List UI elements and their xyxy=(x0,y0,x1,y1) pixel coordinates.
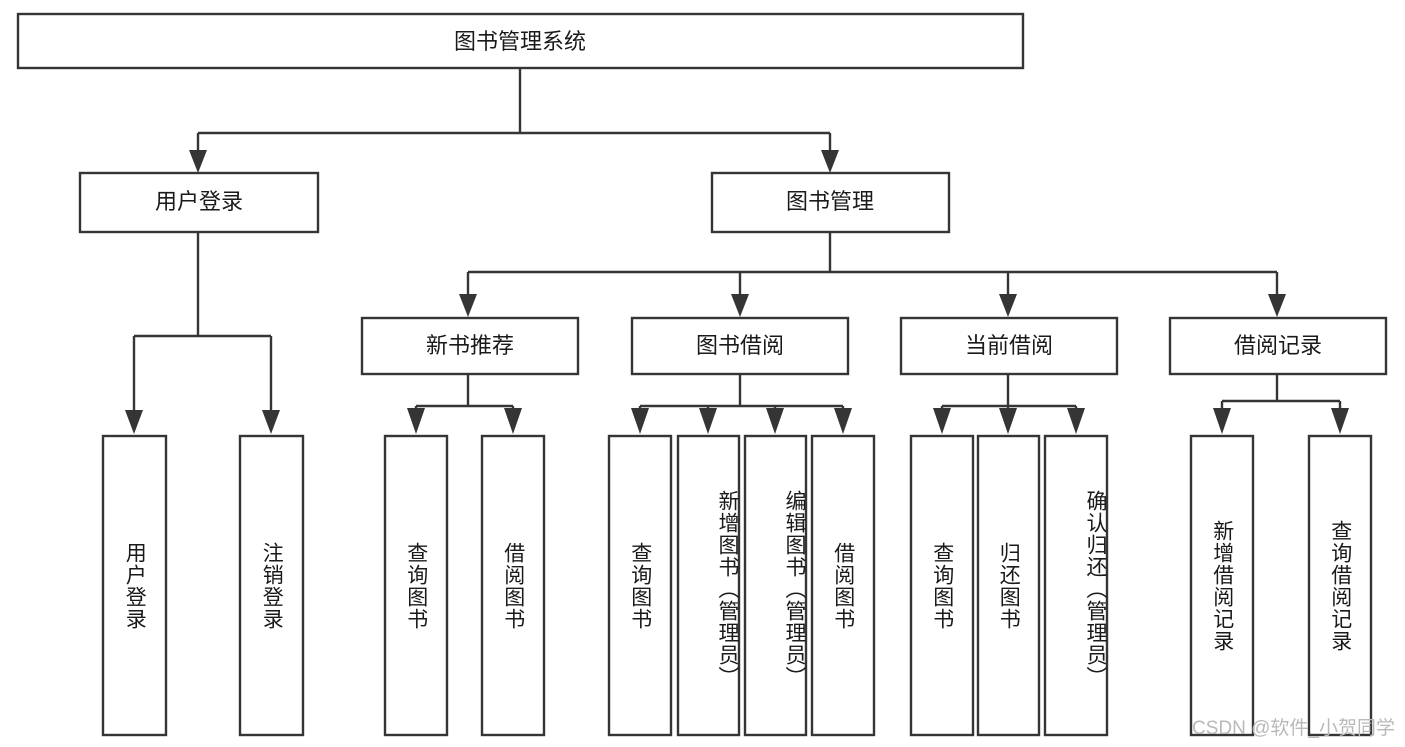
arrow-head-new-book xyxy=(459,294,477,317)
leaf-box-new-book-2[interactable] xyxy=(480,434,546,737)
arrow-head-book-borrow-leaf-2 xyxy=(699,408,717,434)
node-new-book-recommend-label: 新书推荐 xyxy=(426,333,514,358)
leaf-box-user-login-2[interactable] xyxy=(238,434,305,737)
arrow-head-current-borrow xyxy=(999,294,1017,317)
arrow-head-book-borrow-leaf-3 xyxy=(766,408,784,434)
arrow-head-current-borrow-leaf-2 xyxy=(999,408,1017,434)
leaf-box-new-book-1[interactable] xyxy=(383,434,449,737)
arrow-head-new-book-leaf-1 xyxy=(407,408,425,434)
node-book-management-label: 图书管理 xyxy=(786,189,874,214)
csdn-watermark: CSDN @软件_小贺同学 xyxy=(1192,718,1395,739)
connector-layer xyxy=(125,68,1349,434)
arrow-head-current-borrow-leaf-3 xyxy=(1067,408,1085,434)
arrow-head-book-mgmt xyxy=(821,150,839,173)
arrow-head-book-borrow xyxy=(731,294,749,317)
arrow-head-borrow-record-leaf-2 xyxy=(1331,408,1349,434)
arrow-head-borrow-record xyxy=(1268,294,1286,317)
node-current-borrow[interactable] xyxy=(899,316,1119,376)
arrow-head-new-book-leaf-2 xyxy=(504,408,522,434)
arrow-head-user-login xyxy=(189,150,207,173)
leaf-box-current-borrow-3[interactable] xyxy=(1043,434,1109,737)
node-user-login[interactable] xyxy=(78,171,320,234)
node-layer: 图书管理系统 用户登录 图书管理 新书推荐 图书借阅 当前借阅 借阅记录 xyxy=(16,12,1388,737)
arrow-head-book-borrow-leaf-4 xyxy=(834,408,852,434)
leaf-box-current-borrow-2[interactable] xyxy=(976,434,1041,737)
leaf-box-current-borrow-1[interactable] xyxy=(909,434,975,737)
leaf-box-borrow-record-2[interactable] xyxy=(1307,434,1373,737)
arrow-head-user-login-leaf-1 xyxy=(125,410,143,434)
leaf-box-user-login-1[interactable] xyxy=(101,434,168,737)
leaf-box-book-borrow-2[interactable] xyxy=(676,434,741,737)
node-root-system[interactable] xyxy=(16,12,1025,70)
leaf-box-book-borrow-4[interactable] xyxy=(810,434,876,737)
leaf-box-book-borrow-3[interactable] xyxy=(743,434,808,737)
node-borrow-record[interactable] xyxy=(1168,316,1388,376)
arrow-head-current-borrow-leaf-1 xyxy=(933,408,951,434)
node-user-login-label: 用户登录 xyxy=(155,189,243,214)
node-book-management[interactable] xyxy=(710,171,951,234)
node-book-borrow[interactable] xyxy=(630,316,850,376)
arrow-head-book-borrow-leaf-1 xyxy=(631,408,649,434)
node-current-borrow-label: 当前借阅 xyxy=(965,333,1053,358)
node-book-borrow-label: 图书借阅 xyxy=(696,333,784,358)
node-new-book-recommend[interactable] xyxy=(360,316,580,376)
arrow-head-borrow-record-leaf-1 xyxy=(1213,408,1231,434)
node-root-system-label: 图书管理系统 xyxy=(454,29,586,54)
arrow-head-user-login-leaf-2 xyxy=(262,410,280,434)
leaf-box-book-borrow-1[interactable] xyxy=(607,434,673,737)
node-borrow-record-label: 借阅记录 xyxy=(1234,333,1322,358)
leaf-box-borrow-record-1[interactable] xyxy=(1189,434,1255,737)
